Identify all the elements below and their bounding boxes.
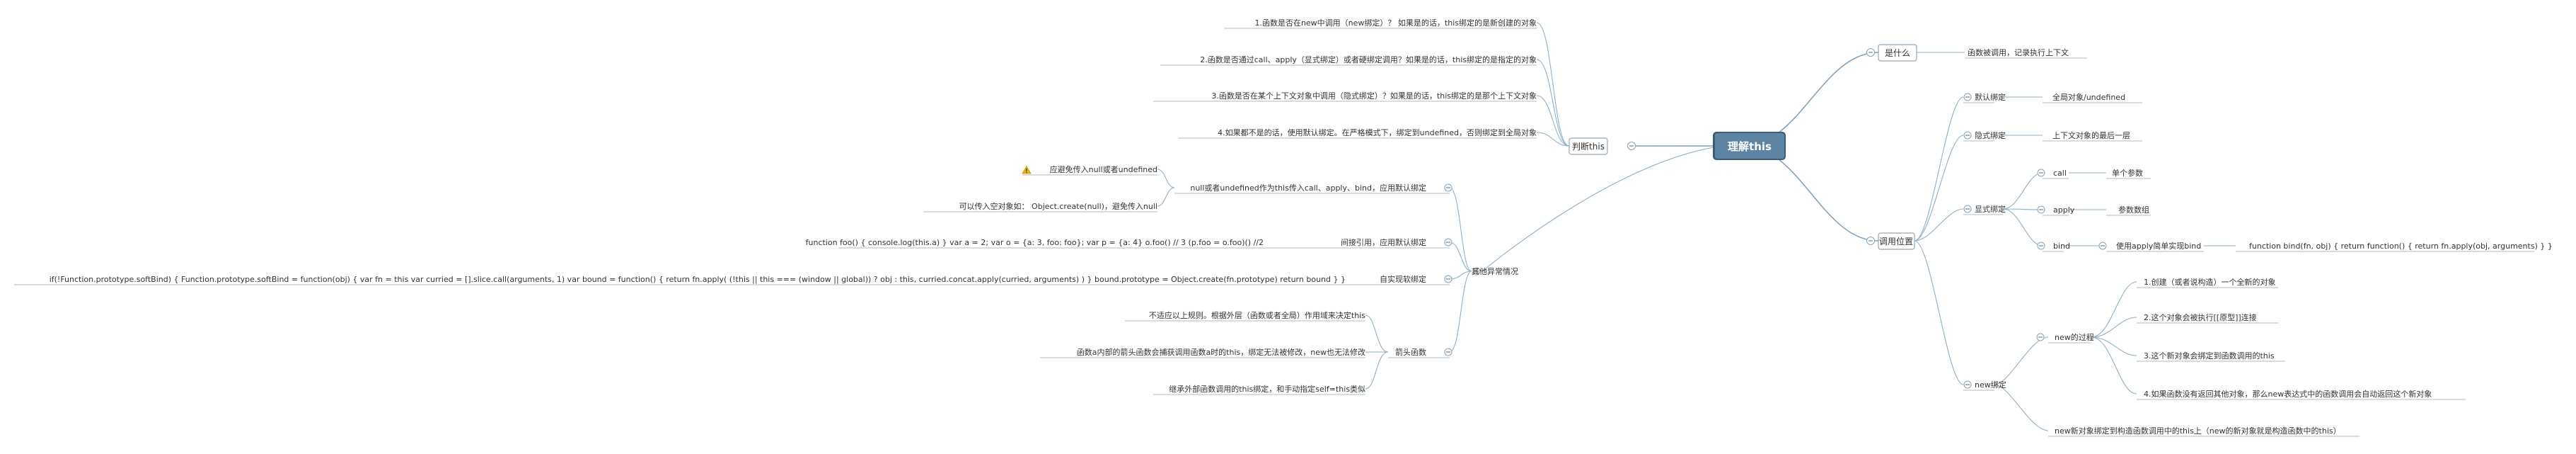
implicit-binding-label: 隐式绑定 bbox=[1975, 130, 2006, 140]
implicit-binding-value: 上下文对象的最后一层 bbox=[2052, 130, 2130, 140]
null-case-label: null或者undefined作为this传入call、apply、bind，应… bbox=[1190, 183, 1426, 193]
new-binding-toggle[interactable] bbox=[1963, 380, 1972, 389]
node-underlines bbox=[14, 28, 2534, 437]
call-value: 单个参数 bbox=[2112, 168, 2143, 178]
implicit-binding-toggle[interactable] bbox=[1963, 131, 1972, 140]
new-step-2: 2.这个对象会被执行[[原型]]连接 bbox=[2144, 312, 2257, 322]
other-cases-label: 其他异常情况 bbox=[1472, 267, 1518, 276]
new-binding-label: new绑定 bbox=[1975, 380, 2006, 390]
branch-what-label: 是什么 bbox=[1885, 48, 1910, 58]
explicit-binding-label: 显式绑定 bbox=[1975, 204, 2006, 214]
call-position-collapse-toggle[interactable] bbox=[1866, 237, 1875, 245]
branch-call-position-label: 调用位置 bbox=[1879, 236, 1913, 246]
indirect-code: function foo() { console.log(this.a) } v… bbox=[806, 238, 1264, 247]
branch-judge-this[interactable]: 判断this bbox=[1569, 137, 1608, 155]
new-step-3: 3.这个新对象会绑定到函数调用的this bbox=[2144, 351, 2275, 361]
null-case-toggle[interactable] bbox=[1444, 183, 1452, 192]
soft-bind-toggle[interactable] bbox=[1444, 275, 1452, 283]
default-binding-node[interactable] bbox=[1963, 93, 1972, 101]
new-process-label: new的过程 bbox=[2055, 332, 2094, 342]
judge-rule-4: 4.如果都不是的话，使用默认绑定。在严格模式下，绑定到undefined，否则绑… bbox=[1218, 127, 1537, 137]
null-case-warning: 应避免传入null或者undefined bbox=[1050, 164, 1157, 174]
mind-map-edges bbox=[1157, 22, 2236, 431]
branch-call-position[interactable]: 调用位置 bbox=[1878, 232, 1915, 250]
soft-bind-label: 自实现软绑定 bbox=[1380, 274, 1426, 284]
branch-what[interactable]: 是什么 bbox=[1878, 44, 1917, 62]
apply-value: 参数数组 bbox=[2118, 205, 2149, 215]
call-label: call bbox=[2053, 169, 2067, 178]
new-step-1: 1.创建（或者说构造）一个全新的对象 bbox=[2144, 277, 2276, 287]
bind-code: function bind(fn, obj) { return function… bbox=[2249, 242, 2553, 251]
what-collapse-toggle[interactable] bbox=[1866, 48, 1875, 57]
apply-toggle[interactable] bbox=[2037, 205, 2045, 214]
judge-rule-3: 3.函数是否在某个上下文对象中调用（隐式绑定）？如果是的话，this绑定的是那个… bbox=[1211, 91, 1537, 101]
bind-toggle[interactable] bbox=[2037, 242, 2045, 250]
default-binding-value: 全局对象/undefined bbox=[2052, 92, 2125, 102]
warning-icon: ! bbox=[1022, 166, 1032, 174]
null-case-tip: 可以传入空对象如： Object.create(null)，避免传入null bbox=[959, 201, 1157, 211]
branch-judge-this-label: 判断this bbox=[1572, 141, 1605, 152]
new-process-toggle[interactable] bbox=[2036, 333, 2045, 341]
bind-label: bind bbox=[2053, 242, 2070, 251]
what-description: 函数被调用，记录执行上下文 bbox=[1968, 47, 2069, 57]
arrow-fn-toggle[interactable] bbox=[1444, 348, 1452, 356]
arrow-fn-item-3: 继承外部函数调用的this绑定，和手动指定self=this类似 bbox=[1169, 384, 1365, 394]
bind-sub-toggle[interactable] bbox=[2098, 242, 2107, 250]
arrow-fn-item-1: 不适应以上规则。根据外层（函数或者全局）作用域来决定this bbox=[1149, 310, 1365, 320]
judge-rule-1: 1.函数是否在new中调用（new绑定）？ 如果是的话，this绑定的是新创建的… bbox=[1254, 18, 1537, 28]
explicit-binding-toggle[interactable] bbox=[1963, 205, 1972, 213]
judge-this-collapse-toggle[interactable] bbox=[1627, 142, 1636, 150]
bind-impl-label: 使用apply简单实现bind bbox=[2116, 241, 2201, 251]
call-toggle[interactable] bbox=[2037, 169, 2045, 177]
svg-text:!: ! bbox=[1025, 168, 1028, 174]
new-binding-result: new新对象绑定到构造函数调用中的this上（new的新对象就是构造函数中的th… bbox=[2055, 426, 2341, 436]
new-step-4: 4.如果函数没有返回其他对象，那么new表达式中的函数调用会自动返回这个新对象 bbox=[2144, 389, 2432, 399]
indirect-label: 间接引用，应用默认绑定 bbox=[1341, 237, 1426, 247]
root-node[interactable]: 理解this bbox=[1713, 132, 1786, 160]
root-label: 理解this bbox=[1728, 140, 1772, 153]
arrow-fn-label: 箭头函数 bbox=[1395, 347, 1426, 357]
default-binding-label: 默认绑定 bbox=[1975, 92, 2006, 102]
judge-rule-2: 2.函数是否通过call、apply（显式绑定）或者硬绑定调用？如果是的话，th… bbox=[1200, 55, 1537, 64]
indirect-toggle[interactable] bbox=[1444, 238, 1452, 246]
arrow-fn-item-2: 函数a内部的箭头函数会捕获调用函数a时的this，绑定无法被修改，new也无法修… bbox=[1077, 347, 1365, 357]
soft-bind-code: if(!Function.prototype.softBind) { Funct… bbox=[50, 275, 1346, 284]
other-cases-toggle[interactable] bbox=[1472, 267, 1481, 276]
apply-label: apply bbox=[2053, 205, 2075, 215]
